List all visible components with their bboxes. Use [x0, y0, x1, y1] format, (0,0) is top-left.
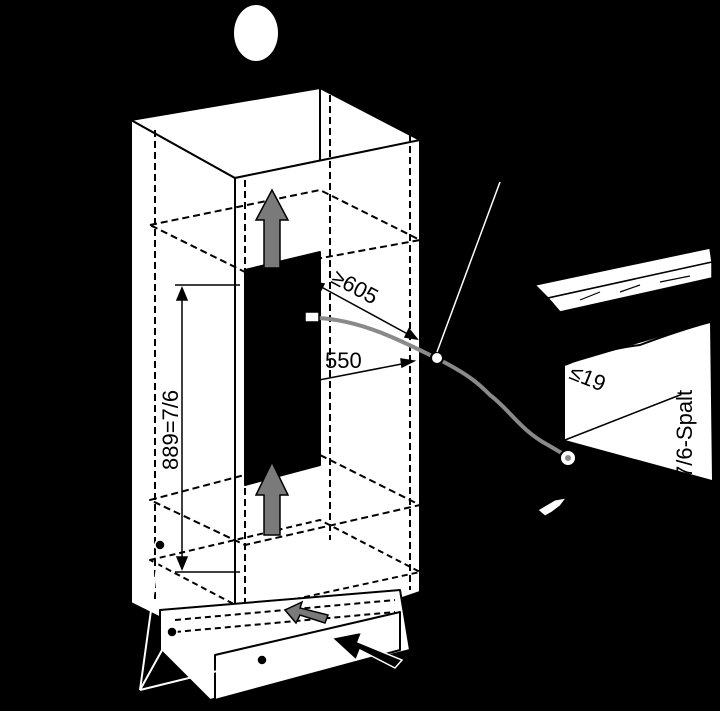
oval-badge-icon: [234, 5, 278, 61]
airflow-up-arrow-top: [254, 188, 290, 269]
width-label: 550: [325, 348, 362, 373]
callout-line-2: [139, 631, 173, 691]
detail-hinge-marks: [579, 275, 691, 301]
gap-label: 7/6-Spalt: [672, 390, 697, 478]
callout-dot-2: [166, 626, 178, 638]
bottom-shelf: [149, 454, 421, 546]
callout-dot-3: [256, 654, 268, 666]
plinth-dash-2: [174, 611, 396, 633]
airflow-in-arrow: [283, 600, 329, 625]
cable-line: [317, 316, 567, 457]
width-arrowhead-right: [400, 358, 417, 369]
callout-line-1: [139, 544, 161, 691]
height-arrowhead-top: [175, 286, 189, 301]
detail-curve-top: [564, 321, 711, 366]
floor-panel: [149, 519, 421, 611]
height-dimension: [175, 284, 240, 573]
plug-icon: [304, 311, 320, 323]
detail-wedge-panel: [565, 322, 712, 480]
cable-entry-point: [430, 351, 444, 365]
height-label: 889=7/6: [158, 390, 183, 470]
width-arrowhead-left: [247, 386, 264, 397]
gap-detail: ≤19 7/6-Spalt: [533, 247, 713, 480]
left-side-panel: [130, 119, 236, 656]
socket-center: [565, 455, 571, 461]
width-dimension: [247, 358, 417, 397]
airflow-front-arrow: [330, 630, 404, 669]
airflow-arrows: [254, 188, 404, 669]
leader-line: [436, 181, 501, 353]
detail-hinge-strip: [546, 261, 713, 313]
depth-arrowhead-right: [403, 327, 419, 341]
callout-dot-1: [154, 539, 166, 551]
width-dim-line: [251, 361, 413, 394]
callout-line-3: [139, 659, 263, 691]
top-shelf: [149, 189, 421, 273]
callout-dots: [154, 539, 268, 666]
height-arrowhead-bottom: [175, 556, 189, 571]
niche-opening: [244, 251, 321, 486]
depth-dim-line: [313, 282, 416, 339]
power-cable: [304, 181, 577, 467]
detail-diagonal: [564, 394, 681, 441]
airflow-up-arrow-bottom: [254, 460, 290, 536]
callout-lines: [139, 544, 263, 691]
pointing-hand-icon: [537, 497, 568, 517]
depth-dimension: [310, 280, 419, 341]
depth-arrowhead-left: [310, 280, 326, 294]
